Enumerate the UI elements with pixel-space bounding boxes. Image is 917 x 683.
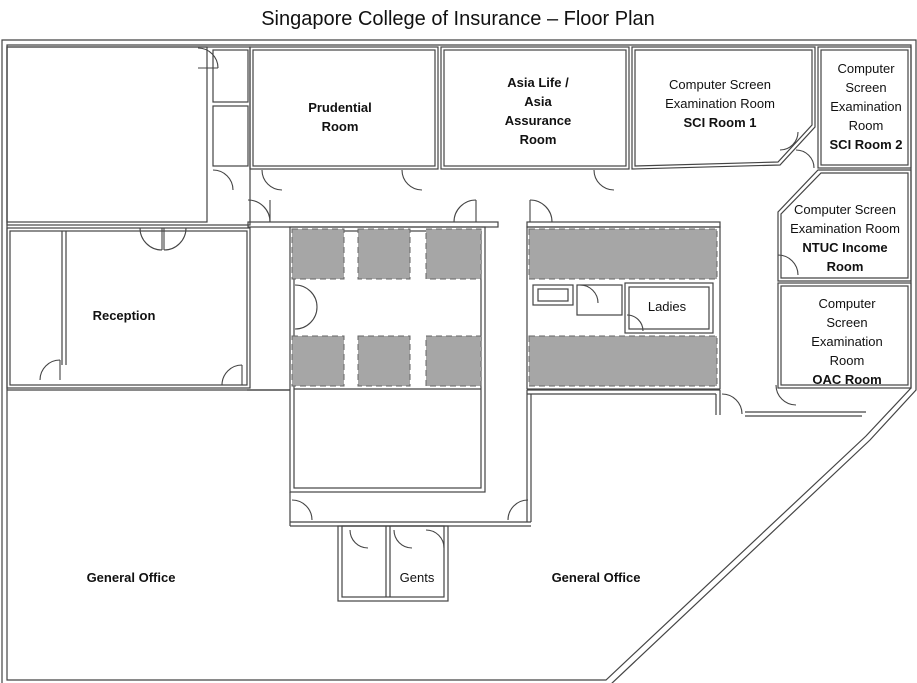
label-oac-room: Computer Screen Examination Room OAC Roo…: [811, 296, 883, 387]
label-reception: Reception: [93, 308, 156, 323]
prudential-line-2: Room: [322, 119, 359, 134]
door-swings: [39, 47, 815, 549]
room-oac: [777, 282, 912, 389]
room-asia-life: [440, 46, 630, 170]
sci-room-2-line-3: Examination: [830, 99, 902, 114]
label-ladies: Ladies: [648, 299, 687, 314]
central-right-block: [526, 226, 721, 390]
label-sci-room-2: Computer Screen Examination Room SCI Roo…: [830, 61, 903, 152]
label-general-office-right: General Office: [552, 570, 641, 585]
room-reception: [6, 227, 251, 389]
sci-room-1-line-1: Computer Screen: [669, 77, 771, 92]
ntuc-line-2: Examination Room: [790, 221, 900, 236]
sci-room-2-line-1: Computer: [837, 61, 895, 76]
outer-wall: [1, 39, 917, 683]
plan-title: Singapore College of Insurance – Floor P…: [261, 8, 655, 30]
sci-room-2-line-4: Room: [849, 118, 884, 133]
sci-room-1-line-3: SCI Room 1: [684, 115, 757, 130]
asia-life-line-2: Asia: [524, 94, 552, 109]
ntuc-line-3: NTUC Income: [802, 240, 887, 255]
room-gents: [337, 525, 449, 602]
room-sci-1: [631, 46, 816, 170]
room-prudential: [249, 46, 439, 170]
ntuc-line-1: Computer Screen: [794, 202, 896, 217]
sci-room-2-line-2: Screen: [845, 80, 886, 95]
oac-line-5: OAC Room: [812, 372, 881, 387]
room-sci-2: [817, 46, 912, 169]
oac-line-3: Examination: [811, 334, 883, 349]
oac-line-2: Screen: [826, 315, 867, 330]
room-top-left: [6, 46, 251, 226]
room-labels: Prudential Room Asia Life / Asia Assuran…: [87, 61, 903, 585]
room-ntuc: [777, 169, 912, 282]
asia-life-line-4: Room: [520, 132, 557, 147]
central-left-block: [289, 226, 486, 493]
label-general-office-left: General Office: [87, 570, 176, 585]
label-asia-life: Asia Life / Asia Assurance Room: [505, 75, 571, 147]
sci-room-1-line-2: Examination Room: [665, 96, 775, 111]
asia-life-line-3: Assurance: [505, 113, 571, 128]
prudential-line-1: Prudential: [308, 100, 372, 115]
label-sci-room-1: Computer Screen Examination Room SCI Roo…: [665, 77, 775, 130]
ntuc-line-4: Room: [827, 259, 864, 274]
asia-life-line-1: Asia Life /: [507, 75, 569, 90]
sci-room-2-line-5: SCI Room 2: [830, 137, 903, 152]
label-prudential: Prudential Room: [308, 100, 372, 134]
label-gents: Gents: [400, 570, 435, 585]
oac-line-1: Computer: [818, 296, 876, 311]
label-ntuc-income: Computer Screen Examination Room NTUC In…: [790, 202, 900, 274]
lower-corridor-walls: [289, 389, 866, 527]
oac-line-4: Room: [830, 353, 865, 368]
